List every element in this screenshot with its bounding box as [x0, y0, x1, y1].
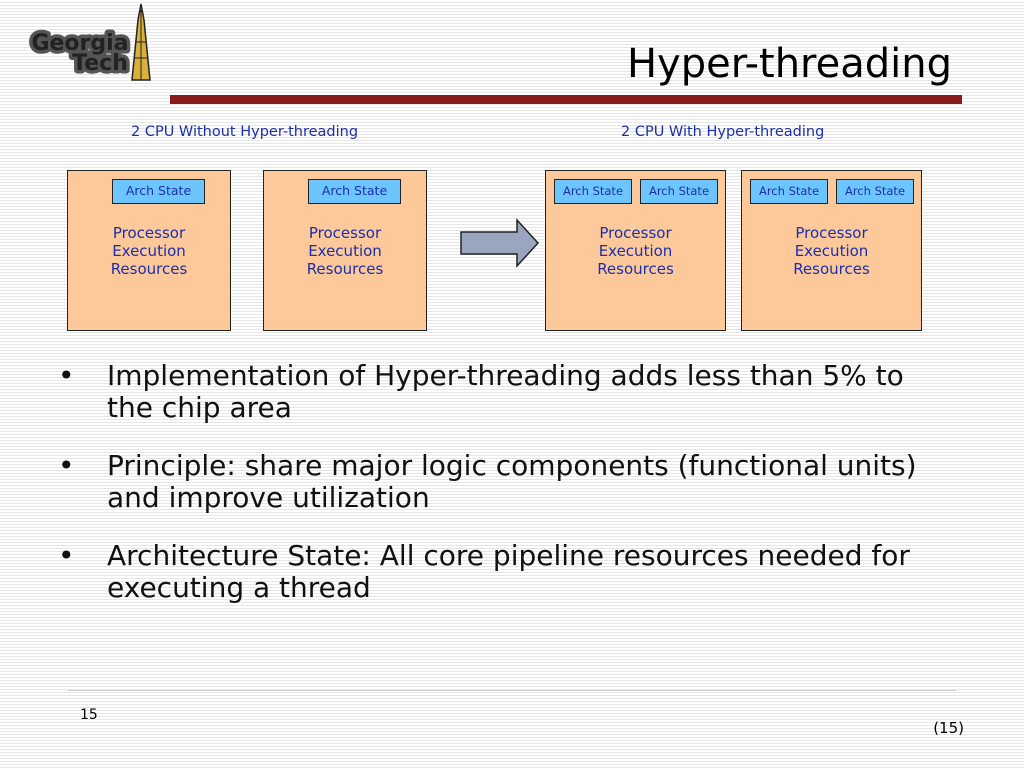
arch-state-box: Arch State [750, 179, 828, 204]
bullet-dot-icon: • [58, 359, 75, 392]
svg-text:Tech: Tech [72, 51, 128, 76]
bullet-dot-icon: • [58, 539, 75, 572]
slide-title: Hyper-threading [626, 41, 952, 87]
bullet-item: •Principle: share major logic components… [58, 449, 917, 514]
georgia-tech-logo: Georgia Georgia Tech Tech [28, 3, 151, 81]
logo-tower-icon [131, 3, 151, 81]
slide-number: 15 [80, 707, 98, 723]
label-with-hyperthreading: 2 CPU With Hyper-threading [621, 124, 825, 140]
arch-state-box: Arch State [836, 179, 914, 204]
arch-state-box: Arch State [112, 179, 205, 204]
bullet-item: •Implementation of Hyper-threading adds … [58, 359, 904, 424]
arch-state-box: Arch State [640, 179, 718, 204]
bullet-list: •Implementation of Hyper-threading adds … [58, 360, 958, 630]
bullet-item: •Architecture State: All core pipeline r… [58, 539, 910, 604]
logo-text-tech: Tech [72, 51, 128, 76]
title-divider [170, 95, 962, 104]
bullet-dot-icon: • [58, 449, 75, 482]
footer-divider [68, 690, 956, 691]
right-arrow-icon [460, 218, 540, 268]
logo-text-georgia: Georgia [31, 31, 128, 56]
svg-text:Georgia: Georgia [31, 31, 128, 56]
label-without-hyperthreading: 2 CPU Without Hyper-threading [131, 124, 359, 140]
arch-state-box: Arch State [308, 179, 401, 204]
arch-state-box: Arch State [554, 179, 632, 204]
page-reference: (15) [933, 719, 964, 737]
